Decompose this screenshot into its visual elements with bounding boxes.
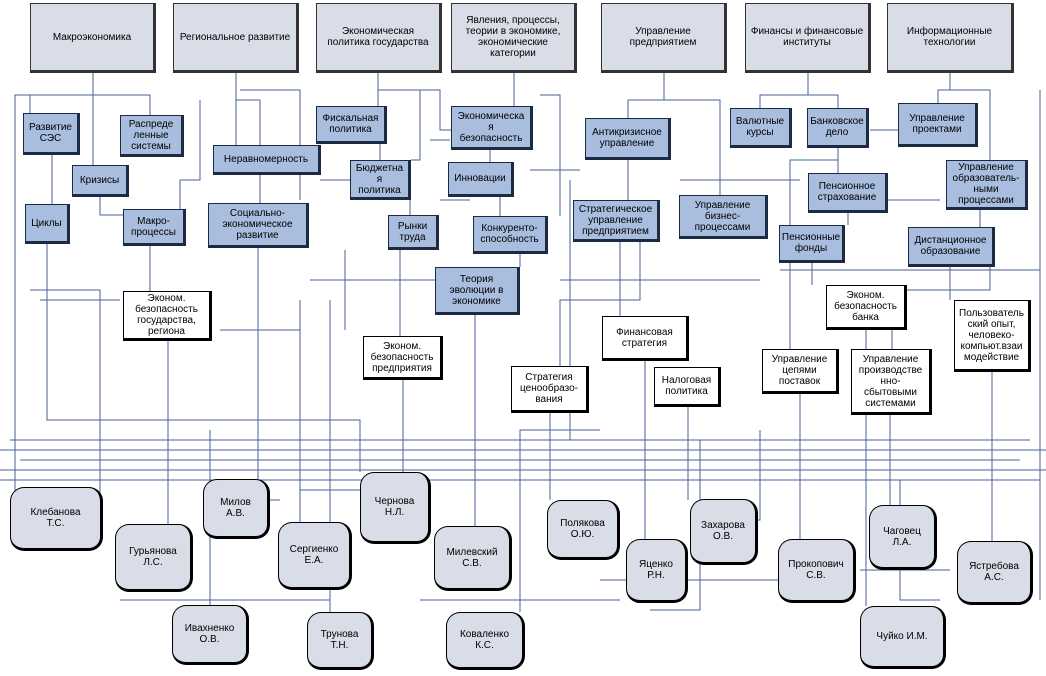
person-prokopovich: Прокопович С.В. [778, 539, 856, 603]
category-state-economic-policy: Экономическая политика государства [316, 3, 442, 73]
connector-line [759, 73, 809, 108]
connector-line [378, 89, 421, 161]
person-sergienko: Сергиенко Е.А. [278, 522, 352, 590]
subtopic-bank-security: Эконом. безопасность банка [826, 285, 907, 330]
category-economic-phenomena: Явления, процессы, теории в экономике, э… [451, 3, 577, 73]
connector-line [179, 100, 201, 209]
person-ivakhnenko: Ивахненко О.В. [172, 605, 249, 665]
topic-project-management: Управление проектами [898, 103, 978, 147]
topic-labor-markets: Рынки труда [388, 215, 439, 250]
topic-pension-insurance: Пенсионное страхование [808, 173, 888, 213]
topic-budget-policy: Бюджетна я политика [350, 160, 411, 200]
connector-line [519, 429, 600, 612]
category-finance-institutions: Финансы и финансовые институты [745, 3, 871, 73]
connector-line [46, 244, 361, 472]
person-trunova: Трунова Т.Н. [307, 612, 374, 670]
category-information-technology: Информационные технологии [887, 3, 1014, 73]
topic-innovations: Инновации [448, 162, 514, 197]
category-enterprise-management: Управление предприятием [601, 3, 727, 73]
connector-line [420, 89, 451, 131]
subtopic-supply-chain-management: Управление цепями поставок [762, 349, 839, 394]
topic-banking: Банковское дело [807, 108, 869, 148]
topic-business-process-management: Управление бизнес- процессами [679, 195, 768, 239]
topic-strategic-management: Стратегическое управление предприятием [573, 200, 660, 242]
connector-line [93, 94, 151, 115]
person-klebanova: Клебанова Т.С. [10, 487, 103, 551]
topic-crises: Кризисы [72, 165, 129, 197]
person-kovalenko: Коваленко К.С. [446, 612, 525, 670]
topic-economic-security: Экономическа я безопасность [451, 106, 533, 150]
connector-line [10, 94, 70, 521]
category-macroeconomics: Макроэкономика [30, 3, 156, 73]
topic-unevenness: Неравномерность [213, 145, 321, 175]
subtopic-financial-strategy: Финансовая стратегия [602, 316, 689, 361]
person-milov: Милов А.В. [203, 479, 270, 539]
connector-line [950, 89, 991, 160]
connector-line [664, 99, 721, 195]
topic-education-process-management: Управление образователь- ными процессами [946, 160, 1028, 210]
topic-macro-processes: Макро- процессы [123, 209, 186, 246]
topic-socio-economic-development: Социально- экономическое развитие [208, 203, 309, 248]
connector-line [29, 73, 94, 113]
topic-anti-crisis-management: Антикризисное управление [585, 118, 671, 160]
connector-line [299, 300, 360, 491]
topic-pension-funds: Пенсионные фонды [779, 225, 845, 263]
subtopic-production-sales-systems: Управление производстве нно- сбытовыми с… [851, 349, 932, 415]
connector-line [559, 242, 641, 366]
subtopic-pricing-strategy: Стратегия ценообразо- вания [511, 366, 589, 413]
person-guryanova: Гурьянова Л.С. [115, 524, 193, 592]
connector-line [650, 440, 701, 611]
connector-line [99, 197, 123, 216]
connector-line [236, 99, 261, 145]
connector-line [540, 94, 561, 216]
topic-distributed-systems: Распреде ленные системы [120, 115, 184, 157]
connector-line [808, 94, 839, 108]
person-milevsky: Милевский С.В. [434, 526, 512, 591]
person-chuyko: Чуйко И.М. [860, 606, 946, 669]
topic-competitiveness: Конкуренто- способность [473, 216, 548, 254]
connector-line [30, 289, 101, 520]
topic-currency-rates: Валютные курсы [730, 108, 792, 148]
person-chagovets: Чаговец Л.А. [869, 505, 937, 570]
connector-line [937, 73, 951, 103]
topic-cycles: Циклы [25, 204, 70, 244]
person-chernova: Чернова Н.Л. [360, 472, 431, 544]
subtopic-user-experience-hci: Пользователь ский опыт, человеко- компью… [954, 300, 1031, 372]
topic-distance-education: Дистанционное образование [908, 227, 995, 267]
category-regional-development: Региональное развитие [173, 3, 299, 73]
subtopic-state-region-security: Эконом. безопасность государства, регион… [123, 291, 212, 341]
person-yastrebova: Ястребова А.С. [957, 541, 1033, 605]
topic-ses-development: Развитие СЭС [23, 113, 80, 155]
subtopic-tax-policy: Налоговая политика [654, 367, 721, 407]
person-zakharova: Захарова О.В. [690, 499, 758, 565]
topic-fiscal-policy: Фискальная политика [316, 106, 387, 144]
connector-line [627, 73, 665, 118]
topic-evolution-theory: Теория эволюции в экономике [435, 267, 520, 315]
person-yatsenko: Яценко Р.Н. [626, 539, 688, 603]
subtopic-enterprise-security: Эконом. безопасность предприятия [363, 336, 443, 380]
person-polyakova: Полякова О.Ю. [547, 500, 620, 560]
